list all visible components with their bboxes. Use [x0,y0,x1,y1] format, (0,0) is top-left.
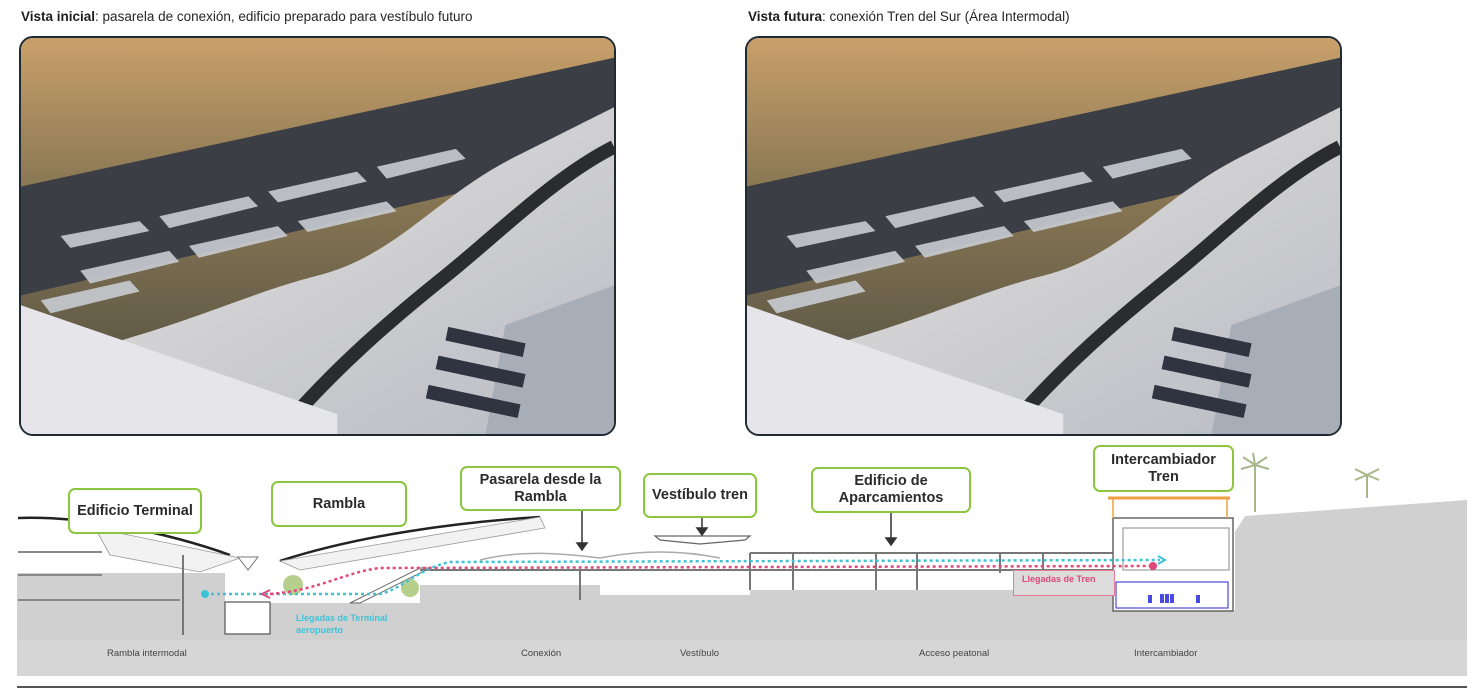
cross-section-diagram: Edificio Terminal Rambla Pasarela desde … [0,440,1483,697]
caption-initial-view-title: Vista inicial [21,9,96,24]
zone-label-vestibulo: Vestíbulo [680,648,720,659]
callout-intercambiador-tren: Intercambiador Tren [1093,445,1234,492]
zone-label-acceso-peatonal: Acceso peatonal [919,648,990,659]
zone-label-rambla-intermodal: Rambla intermodal [107,648,187,659]
callout-edificio-de-aparcamientos: Edificio de Aparcamientos [811,467,971,513]
aerial-render-image [21,38,614,434]
aerial-render-image [747,38,1340,434]
flow-label-terminal-arrivals-line1: Llegadas de Terminal [296,613,388,623]
callout-edificio-terminal: Edificio Terminal [68,488,202,534]
caption-initial-view-text: : pasarela de conexión, edificio prepara… [95,9,473,24]
flow-label-train-arrivals: Llegadas de Tren [1013,570,1115,596]
callout-vestibulo-tren: Vestíbulo tren [643,473,757,518]
caption-future-view-text: : conexión Tren del Sur (Área Intermodal… [822,9,1070,24]
caption-future-view-title: Vista futura [748,9,823,24]
render-future-view [745,36,1342,436]
cross-section-drawing [17,452,1467,676]
bottom-divider [17,686,1467,688]
flow-label-terminal-arrivals: Llegadas de Terminal aeropuerto [296,612,387,636]
zone-label-intercambiador: Intercambiador [1134,648,1198,659]
caption-future-view: Vista futura: conexión Tren del Sur (Áre… [748,9,1070,24]
render-initial-view [19,36,616,436]
callout-pasarela-desde-la-rambla: Pasarela desde la Rambla [460,466,621,511]
flow-label-terminal-arrivals-line2: aeropuerto [296,625,344,635]
callout-rambla: Rambla [271,481,407,527]
caption-initial-view: Vista inicial: pasarela de conexión, edi… [21,9,473,24]
zone-label-conexion: Conexión [521,648,562,659]
